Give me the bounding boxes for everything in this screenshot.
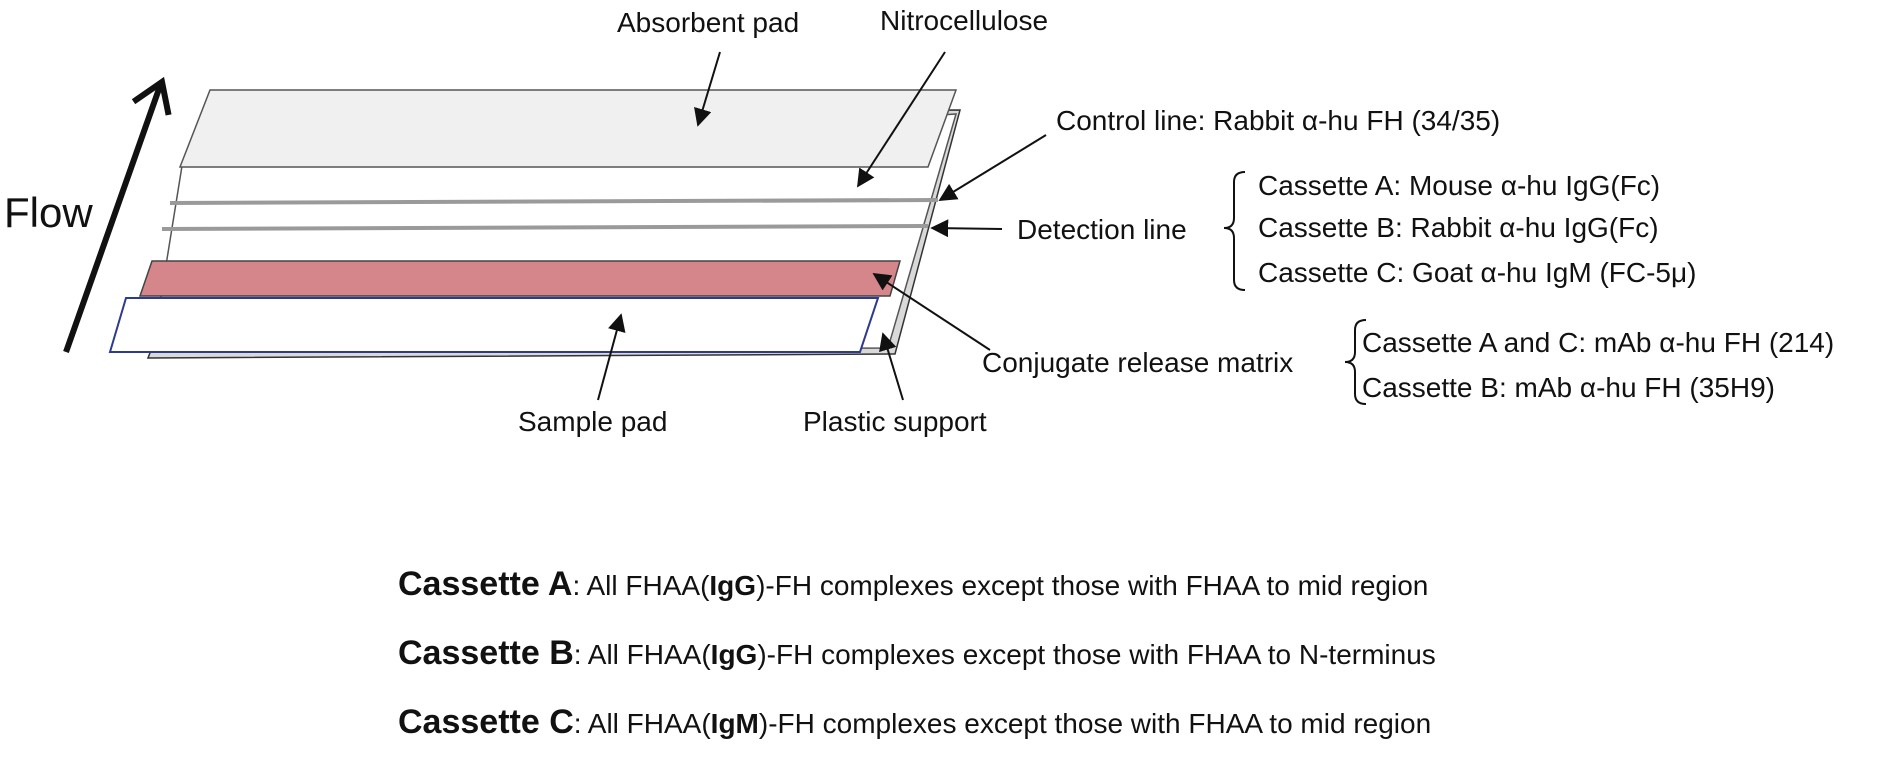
detection-line-item-a: Cassette A: Mouse α-hu IgG(Fc) [1258,170,1660,201]
summary-antibody-class: IgG [710,639,758,670]
summary-row-cassette-a: Cassette A: All FHAA(IgG)-FH complexes e… [398,564,1698,633]
summary-text: )-FH complexes except those with FHAA to… [758,708,1432,739]
plastic-support-label: Plastic support [803,406,987,437]
summary-text: : All FHAA( [573,708,711,739]
flow-arrow [63,76,172,353]
summary-text: : All FHAA( [572,570,710,601]
detection-line-pointer [930,219,1003,238]
summary-row-cassette-b: Cassette B: All FHAA(IgG)-FH complexes e… [398,633,1698,702]
cassette-summary: Cassette A: All FHAA(IgG)-FH complexes e… [398,564,1698,771]
lateral-flow-strip-diagram: Flow Absorbent pad Nitrocellulose Contro… [4,5,1834,437]
conjugate-release-matrix-label: Conjugate release matrix [982,347,1293,378]
conjugate-item-b: Cassette B: mAb α-hu FH (35H9) [1362,372,1775,403]
plastic-support-pointer [879,332,904,401]
sample-pad-layer [108,297,880,353]
summary-text: : All FHAA( [573,639,711,670]
summary-text: )-FH complexes except those with FHAA to… [757,639,1436,670]
sample-pad-pointer [597,313,626,401]
control-line-band [169,198,939,205]
conjugate-brace [1344,319,1367,405]
absorbent-pad-label: Absorbent pad [617,7,799,38]
summary-cassette-name: Cassette A [398,565,573,603]
summary-cassette-name: Cassette C [398,703,574,741]
summary-row-cassette-c: Cassette C: All FHAA(IgM)-FH complexes e… [398,702,1698,771]
nitrocellulose-pointer [857,51,946,188]
control-line-pointer [938,134,1047,201]
summary-text: )-FH complexes except those with FHAA to… [756,570,1429,601]
detection-line-band [161,224,929,231]
conjugate-release-matrix-pointer [872,273,991,351]
detection-line-label: Detection line [1017,214,1187,245]
nitrocellulose-label: Nitrocellulose [880,5,1048,36]
detection-line-brace [1223,171,1246,291]
conjugate-item-a-c: Cassette A and C: mAb α-hu FH (214) [1362,327,1834,358]
summary-antibody-class: IgG [709,570,757,601]
detection-line-item-b: Cassette B: Rabbit α-hu IgG(Fc) [1258,212,1659,243]
control-line-label: Control line: Rabbit α-hu FH (34/35) [1056,105,1500,136]
conjugate-release-matrix-layer [138,260,901,297]
absorbent-pad-pointer [694,51,721,127]
detection-line-item-c: Cassette C: Goat α-hu IgM (FC-5μ) [1258,257,1696,288]
absorbent-pad-layer [178,89,958,168]
flow-label: Flow [4,189,93,236]
sample-pad-label: Sample pad [518,406,667,437]
summary-cassette-name: Cassette B [398,634,574,672]
summary-antibody-class: IgM [710,708,759,739]
